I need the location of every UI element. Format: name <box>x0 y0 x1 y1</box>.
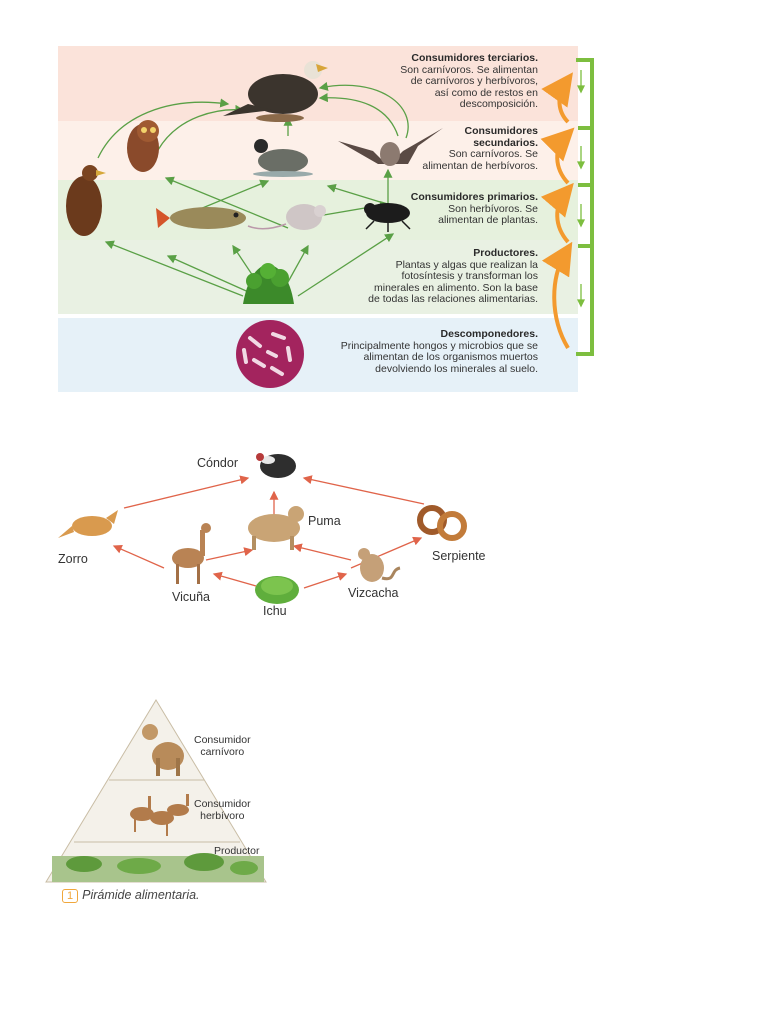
herbivore-label-2: herbívoro <box>200 810 245 822</box>
trophic-levels-diagram: Consumidores terciarios. Son carnívoros.… <box>58 46 578 392</box>
andean-food-web: Cóndor Puma Zorro Serpiente Vicuña Vizca… <box>56 440 506 625</box>
band-tertiary <box>58 46 578 121</box>
condor-icon <box>256 453 296 478</box>
tertiary-line: Son carnívoros. Se alimentan <box>400 63 538 76</box>
vicunas-pyramid-icon <box>130 794 189 836</box>
primary-line: alimentan de plantas. <box>438 214 538 226</box>
herbivore-label-1: Consumidor <box>194 798 251 810</box>
carnivore-label-1: Consumidor <box>194 734 251 746</box>
producers-line: Plantas y algas que realizan la <box>395 258 538 271</box>
secondary-line: Son carnívoros. Se <box>448 148 538 160</box>
zorro-label: Zorro <box>58 552 88 566</box>
vicuna-icon <box>172 523 211 584</box>
vizcacha-label: Vizcacha <box>348 586 399 600</box>
producers-title: Productores. <box>473 247 538 259</box>
secondary-line: alimentan de herbívoros. <box>422 159 538 172</box>
owl-icon <box>127 120 159 172</box>
primary-line: Son herbívoros. Se <box>448 202 538 215</box>
bat-icon <box>338 128 443 166</box>
grebe-icon <box>253 139 313 177</box>
ichu-label: Ichu <box>263 604 287 618</box>
tertiary-text: Consumidores terciarios. Son carnívoros.… <box>400 52 538 111</box>
decomposers-line: Principalmente hongos y microbios que se <box>340 339 538 352</box>
duck-icon <box>66 165 106 236</box>
band-decomposers <box>58 318 578 392</box>
andean-web-graphic <box>58 453 467 604</box>
primary-text: Consumidores primarios. Son herbívoros. … <box>410 191 538 227</box>
carnivore-label-2: carnívoro <box>200 746 245 758</box>
food-pyramid: Consumidor carnívoro Consumidor herbívor… <box>44 696 274 911</box>
producers-line: de todas las relaciones alimentarias. <box>368 293 538 305</box>
snake-icon <box>417 505 467 541</box>
food-web-arrows <box>66 61 443 388</box>
carnivore-label: Consumidor carnívoro <box>194 734 251 758</box>
vicuna-label: Vicuña <box>172 590 210 604</box>
energy-cycle-bracket <box>540 58 594 356</box>
puma-pyramid-icon <box>142 724 184 776</box>
herbivore-label: Consumidor herbívoro <box>194 798 251 822</box>
secondary-title: Consumidores <box>464 125 538 137</box>
mouse-icon <box>247 204 326 230</box>
tertiary-title: Consumidores terciarios. <box>411 52 538 64</box>
producer-label: Productor <box>214 845 260 857</box>
decomposers-line: devolviendo los minerales al suelo. <box>375 362 538 375</box>
puma-icon <box>248 506 304 550</box>
fish-icon <box>156 207 246 229</box>
ichu-grass-icon <box>255 576 299 604</box>
primary-title: Consumidores primarios. <box>410 191 538 203</box>
decomposers-title: Descomponedores. <box>440 328 538 340</box>
tertiary-line: así como de restos en <box>434 86 538 99</box>
producers-line: minerales en alimento. Son la base <box>373 281 538 294</box>
hawk-icon <box>223 61 328 122</box>
pyramid-graphic <box>45 699 267 883</box>
vizcacha-icon <box>358 548 401 582</box>
tertiary-line: descomposición. <box>459 98 538 110</box>
band-producers <box>58 240 578 314</box>
producers-text: Productores. Plantas y algas que realiza… <box>368 247 538 306</box>
serpiente-label: Serpiente <box>432 549 486 563</box>
bacteria-icon <box>236 320 304 388</box>
decomposers-text: Descomponedores. Principalmente hongos y… <box>340 328 538 375</box>
caption-text: Pirámide alimentaria. <box>82 888 200 902</box>
fox-icon <box>58 510 118 538</box>
producers-line: fotosíntesis y transforman los <box>401 270 538 282</box>
tertiary-line: de carnívoros y herbívoros, <box>410 75 538 87</box>
caption-number: 1 <box>62 889 79 903</box>
puma-label: Puma <box>308 514 341 528</box>
secondary-text: Consumidores secundarios. Son carnívoros… <box>422 125 538 172</box>
secondary-title-2: secundarios. <box>473 136 538 149</box>
decomposers-line: alimentan de los organismos muertos <box>363 351 538 363</box>
beetle-icon <box>364 203 411 232</box>
condor-label: Cóndor <box>197 456 238 470</box>
plant-icon <box>243 263 294 304</box>
grassland-pyramid-icon <box>52 853 264 882</box>
